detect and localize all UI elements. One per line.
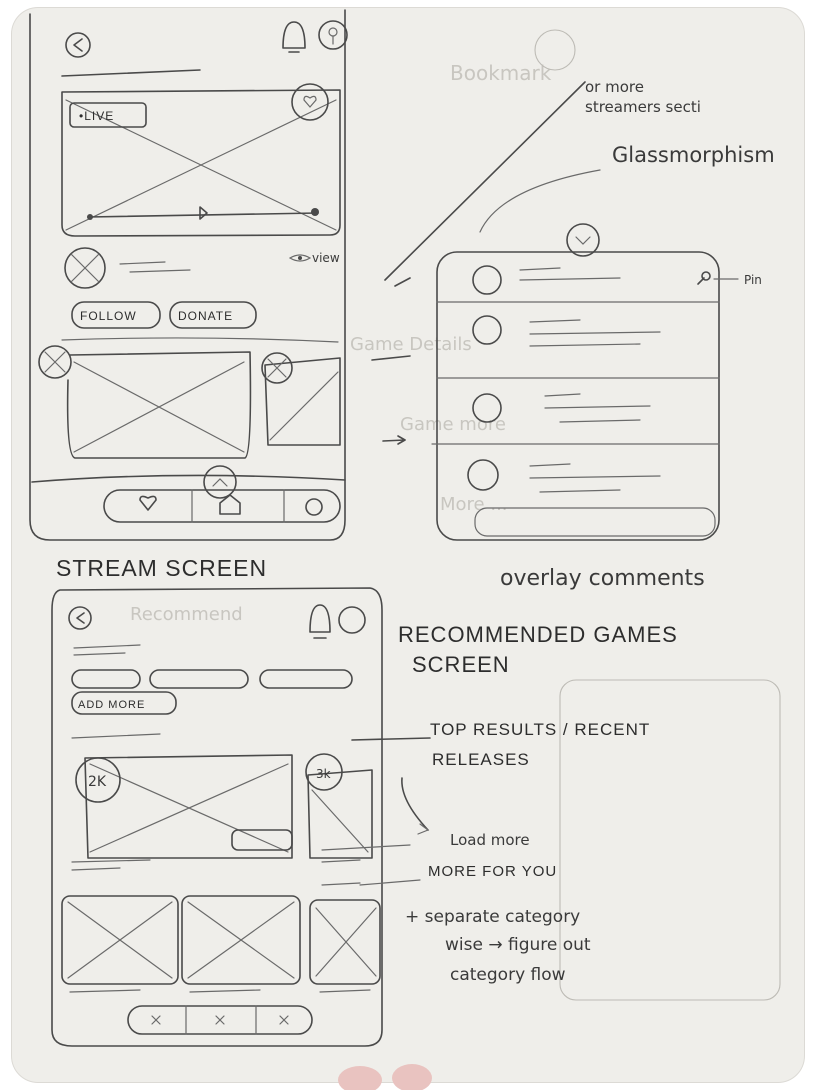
note-glassmorphism: Glassmorphism	[612, 143, 775, 167]
overlay-caption: overlay comments	[500, 566, 705, 591]
overlay-comments	[371, 81, 739, 541]
pin-label: Pin	[744, 273, 762, 287]
add-more-button[interactable]	[71, 691, 177, 715]
pin-icon[interactable]	[697, 271, 711, 285]
commenter-avatar	[472, 265, 502, 295]
comment-row	[467, 459, 661, 493]
eye-icon	[288, 254, 312, 262]
nav-item-1-icon[interactable]	[151, 1015, 161, 1025]
fingertips	[338, 1064, 432, 1090]
background-ghost-marks: Bookmark Game Details Game more More ...…	[130, 29, 781, 1001]
filter-chip[interactable]	[149, 669, 249, 689]
games-profile-icon[interactable]	[338, 606, 366, 634]
annotation-arrow	[351, 737, 431, 741]
comment-row	[472, 393, 651, 423]
nav-item-3-icon[interactable]	[279, 1015, 289, 1025]
load-more-note: Load more	[450, 831, 530, 849]
svg-text:Game Details: Game Details	[350, 334, 472, 355]
view-count-label: view	[312, 251, 340, 265]
games-bell-icon[interactable]	[309, 604, 331, 639]
note-streamers-2: streamers secti	[585, 98, 701, 116]
nav-heart-icon[interactable]	[139, 495, 157, 511]
comment-row	[472, 265, 739, 295]
games-bottom-nav	[127, 1005, 313, 1035]
stream-screen-caption: STREAM SCREEN	[56, 555, 267, 581]
sketch-text: STREAM SCREEN •LIVE view FOLLOW DONATE o…	[56, 78, 775, 985]
live-badge	[69, 102, 147, 128]
recommended-games-phone	[51, 587, 431, 1047]
games-caption-line2: SCREEN	[412, 652, 510, 677]
more-for-you-card[interactable]	[61, 895, 179, 985]
collapse-chevron[interactable]	[566, 223, 600, 257]
stream-screen-phone	[29, 9, 348, 541]
svg-text:Bookmark: Bookmark	[450, 61, 552, 85]
bottom-nav	[103, 489, 341, 523]
streamer-avatar[interactable]	[64, 247, 106, 289]
nav-home-icon[interactable]	[219, 494, 241, 515]
nav-chat-icon[interactable]	[305, 498, 323, 516]
svg-text:Game more: Game more	[400, 414, 506, 435]
top-results-line1: TOP RESULTS / RECENT	[430, 720, 650, 739]
stream-card-2-avatar	[261, 352, 293, 384]
games-back-icon[interactable]	[68, 606, 92, 630]
video-player[interactable]	[61, 89, 341, 237]
donate-button[interactable]	[169, 301, 257, 329]
donate-button-label[interactable]: DONATE	[178, 309, 233, 323]
svg-text:Recommend: Recommend	[130, 604, 243, 625]
note-category-1: + separate category	[405, 907, 580, 927]
stream-card-1-avatar	[38, 345, 72, 379]
svg-text:More ...: More ...	[440, 494, 508, 515]
heart-icon[interactable]	[291, 83, 329, 121]
comment-row	[472, 315, 661, 347]
more-for-you-note: MORE FOR YOU	[428, 863, 557, 880]
more-for-you-card[interactable]	[181, 895, 301, 985]
card2-viewer-count: 3k	[316, 767, 331, 781]
filter-chip[interactable]	[259, 669, 353, 689]
back-icon[interactable]	[65, 32, 91, 58]
games-caption-line1: RECOMMENDED GAMES	[398, 622, 678, 647]
play-icon[interactable]	[199, 206, 208, 220]
viewer-count-badge	[75, 757, 121, 803]
more-for-you-card[interactable]	[309, 899, 381, 985]
stream-card-1[interactable]	[66, 351, 252, 459]
note-category-3: category flow	[450, 965, 566, 985]
progress-bar[interactable]	[87, 212, 319, 218]
bell-icon[interactable]	[282, 21, 306, 53]
filter-chip[interactable]	[71, 669, 141, 689]
card1-viewer-count: 2K	[88, 774, 107, 790]
expand-chevron[interactable]	[203, 465, 237, 499]
commenter-avatar	[472, 315, 502, 345]
load-more-button[interactable]	[231, 829, 293, 851]
comment-input[interactable]	[474, 507, 716, 537]
live-badge-label: •LIVE	[79, 109, 114, 123]
note-streamers: or more	[585, 78, 644, 96]
sketch-paper	[12, 8, 804, 1082]
viewer-count-badge	[305, 753, 343, 791]
note-category-2: wise → figure out	[445, 935, 591, 955]
top-results-line2: RELEASES	[432, 750, 530, 769]
stream-card-2[interactable]	[264, 357, 341, 446]
nav-item-2-icon[interactable]	[215, 1015, 225, 1025]
add-more-label[interactable]: ADD MORE	[78, 699, 145, 711]
top-result-card-2[interactable]	[307, 769, 373, 859]
annotation-arrow	[384, 81, 586, 281]
overlay-panel	[436, 251, 720, 541]
profile-icon[interactable]	[318, 20, 348, 50]
top-result-card-1[interactable]	[84, 754, 293, 859]
follow-button-label[interactable]: FOLLOW	[80, 309, 137, 323]
follow-button[interactable]	[71, 301, 161, 329]
annotation-arrow	[401, 777, 429, 831]
commenter-avatar	[467, 459, 499, 491]
commenter-avatar	[472, 393, 502, 423]
